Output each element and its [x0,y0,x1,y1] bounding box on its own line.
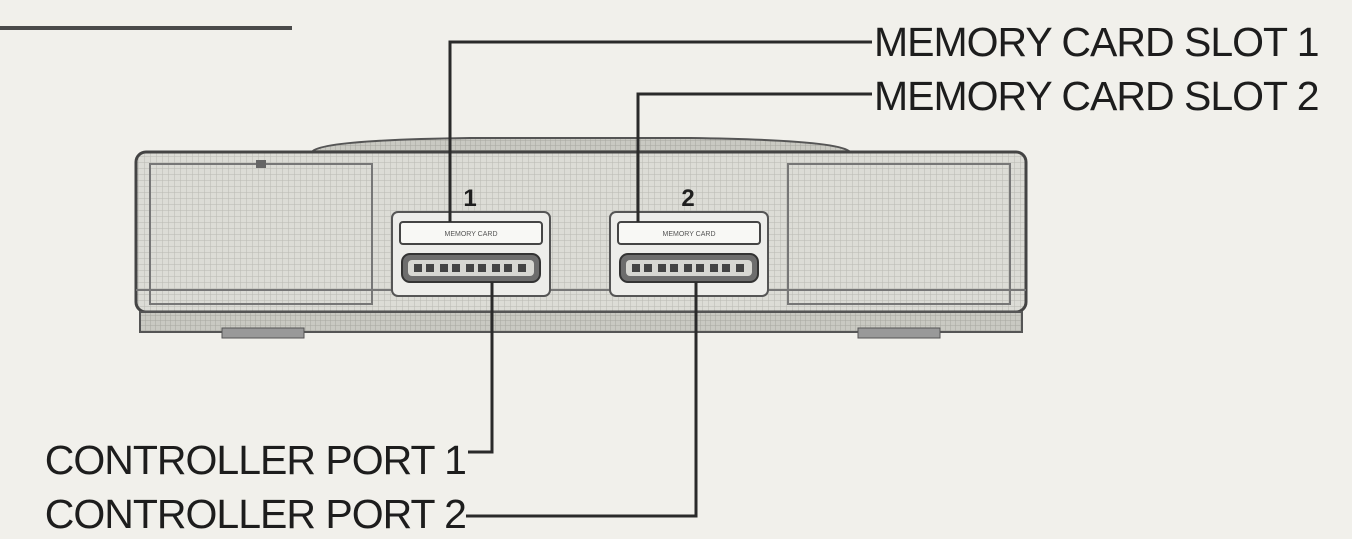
leader-controller-port-2 [466,282,698,518]
label-controller-port-2: CONTROLLER PORT 2 [45,491,466,534]
console-body [134,137,1028,339]
leader-memory-card-slot-1 [448,40,872,222]
port-bay-1: MEMORY CARD [391,211,551,297]
svg-text:MEMORY CARD: MEMORY CARD [444,231,497,238]
leader-memory-card-slot-2 [636,92,872,222]
label-controller-port-1: CONTROLLER PORT 1 [45,437,466,483]
leader-controller-port-1 [468,282,494,454]
port-bay-2: MEMORY CARD [609,211,769,297]
slot-number-2: 2 [681,185,694,212]
label-memory-card-slot-2: MEMORY CARD SLOT 2 [874,73,1319,119]
svg-text:MEMORY CARD: MEMORY CARD [662,231,715,238]
label-memory-card-slot-1: MEMORY CARD SLOT 1 [874,19,1319,65]
slot-number-1: 1 [463,185,476,212]
